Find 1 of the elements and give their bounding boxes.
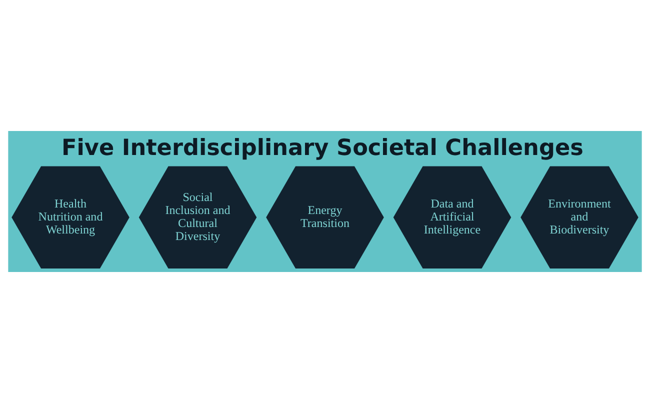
diagram-title: Five Interdisciplinary Societal Challenges [61, 134, 584, 161]
